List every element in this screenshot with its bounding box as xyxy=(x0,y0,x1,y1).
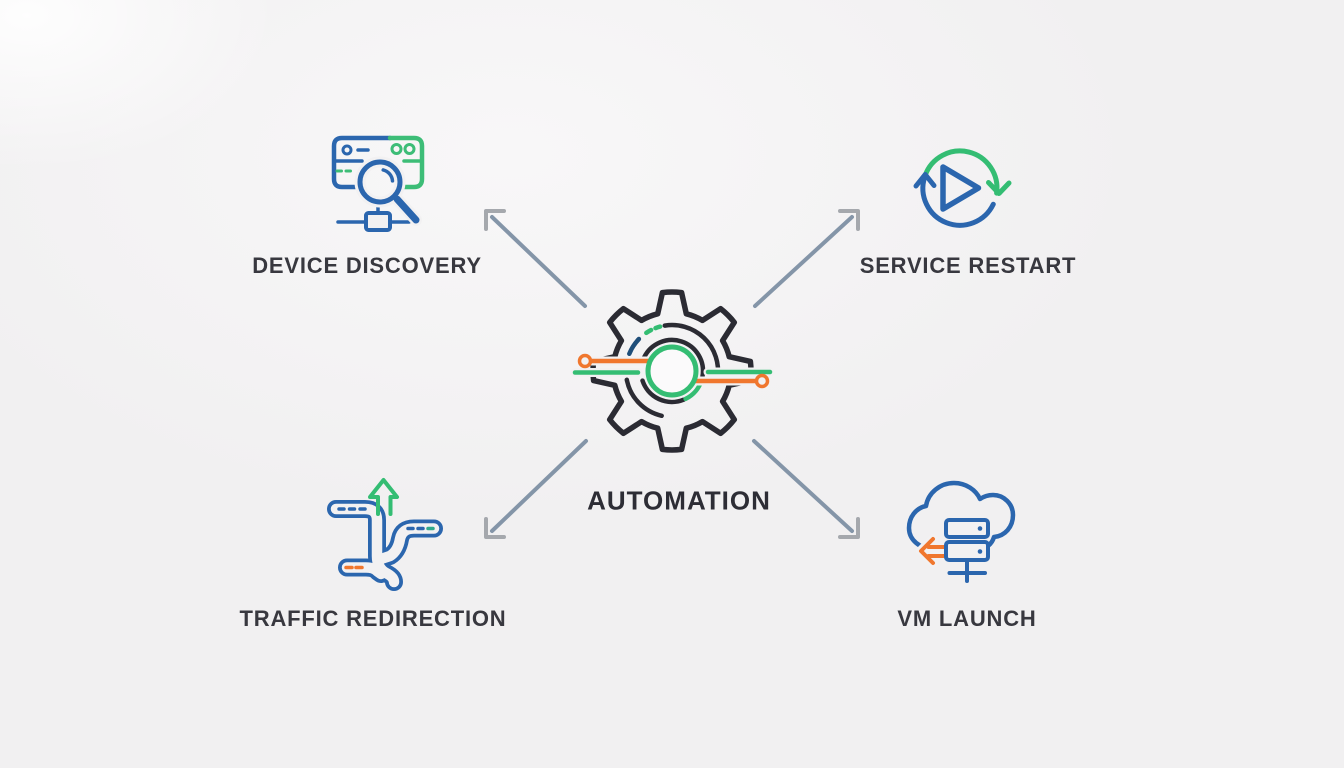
vm-launch-icon xyxy=(906,480,1016,583)
arrow-top-right xyxy=(753,209,860,308)
device-discovery-label: DEVICE DISCOVERY xyxy=(252,253,482,278)
vm-launch-label: VM LAUNCH xyxy=(897,606,1037,631)
device-discovery-icon xyxy=(331,135,425,232)
arrow-bottom-right xyxy=(752,439,860,539)
arrow-bottom-left xyxy=(484,439,588,539)
traffic-redirection-icon xyxy=(327,478,443,591)
traffic-redirection-label: TRAFFIC REDIRECTION xyxy=(239,606,507,631)
flow-arrows xyxy=(484,209,860,539)
gear-icon xyxy=(570,289,775,453)
arrow-top-left xyxy=(484,209,587,308)
automation-label: AUTOMATION xyxy=(587,485,771,516)
service-restart-icon xyxy=(913,148,1012,228)
service-restart-label: SERVICE RESTART xyxy=(859,253,1077,278)
